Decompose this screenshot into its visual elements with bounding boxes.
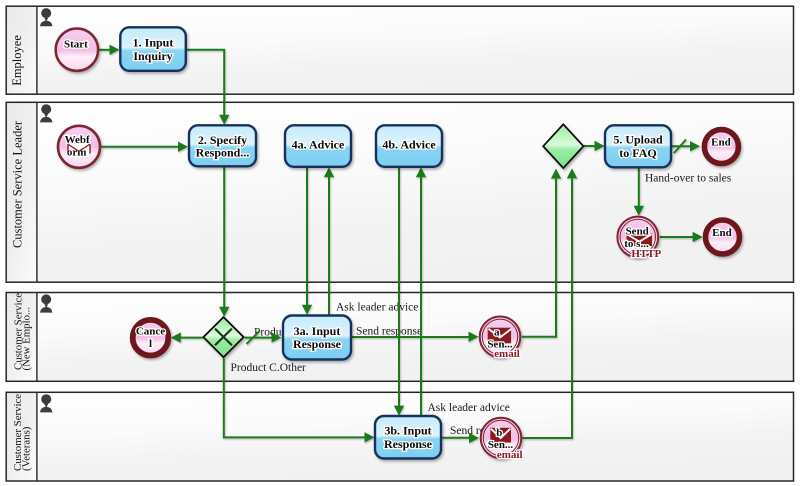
- svg-text:Customer Service: Customer Service: [12, 394, 24, 471]
- svg-text:Send: Send: [626, 225, 649, 237]
- svg-text:Webf: Webf: [65, 134, 90, 146]
- svg-text:4b. Advice: 4b. Advice: [382, 137, 436, 151]
- svg-text:Ask leader advice: Ask leader advice: [336, 302, 418, 314]
- svg-text:4a. Advice: 4a. Advice: [292, 137, 345, 151]
- svg-text:a: a: [494, 326, 500, 338]
- svg-text:(Veterans): (Veterans): [21, 426, 33, 471]
- svg-text:Response: Response: [384, 437, 433, 451]
- svg-text:1. Input: 1. Input: [133, 35, 174, 49]
- svg-text:to FAQ: to FAQ: [619, 146, 656, 160]
- svg-text:HTTP: HTTP: [631, 248, 661, 260]
- svg-text:email: email: [494, 348, 520, 360]
- svg-text:Respond...: Respond...: [196, 146, 250, 160]
- svg-text:3a. Input: 3a. Input: [294, 324, 341, 338]
- svg-text:End: End: [712, 227, 732, 239]
- svg-text:email: email: [497, 449, 523, 461]
- svg-text:b: b: [496, 427, 502, 439]
- svg-text:Customer Service Leader: Customer Service Leader: [11, 120, 25, 248]
- svg-text:to s...: to s...: [624, 238, 649, 250]
- svg-text:Start: Start: [64, 39, 88, 51]
- svg-text:Cance: Cance: [136, 326, 165, 338]
- svg-text:Response: Response: [293, 337, 342, 351]
- svg-text:Inquiry: Inquiry: [133, 49, 172, 63]
- svg-text:Sen...: Sen...: [488, 439, 514, 451]
- svg-text:Send response: Send response: [356, 326, 422, 338]
- svg-text:End: End: [711, 137, 731, 149]
- svg-text:Employee: Employee: [10, 35, 24, 86]
- svg-text:Ask leader advice: Ask leader advice: [428, 402, 510, 414]
- svg-text:Product: Product: [254, 327, 291, 339]
- svg-text:Customer Service: Customer Service: [13, 293, 25, 370]
- svg-text:2. Specify: 2. Specify: [198, 133, 247, 147]
- svg-text:5. Upload: 5. Upload: [613, 133, 663, 147]
- svg-text:l: l: [149, 338, 152, 350]
- svg-text:3b. Input: 3b. Input: [384, 424, 431, 438]
- svg-text:Product C.Other: Product C.Other: [231, 362, 307, 374]
- svg-text:(New Emplo...: (New Emplo...: [21, 307, 33, 371]
- svg-text:Hand-over to sales: Hand-over to sales: [645, 173, 732, 185]
- svg-text:Sen...: Sen...: [487, 339, 513, 351]
